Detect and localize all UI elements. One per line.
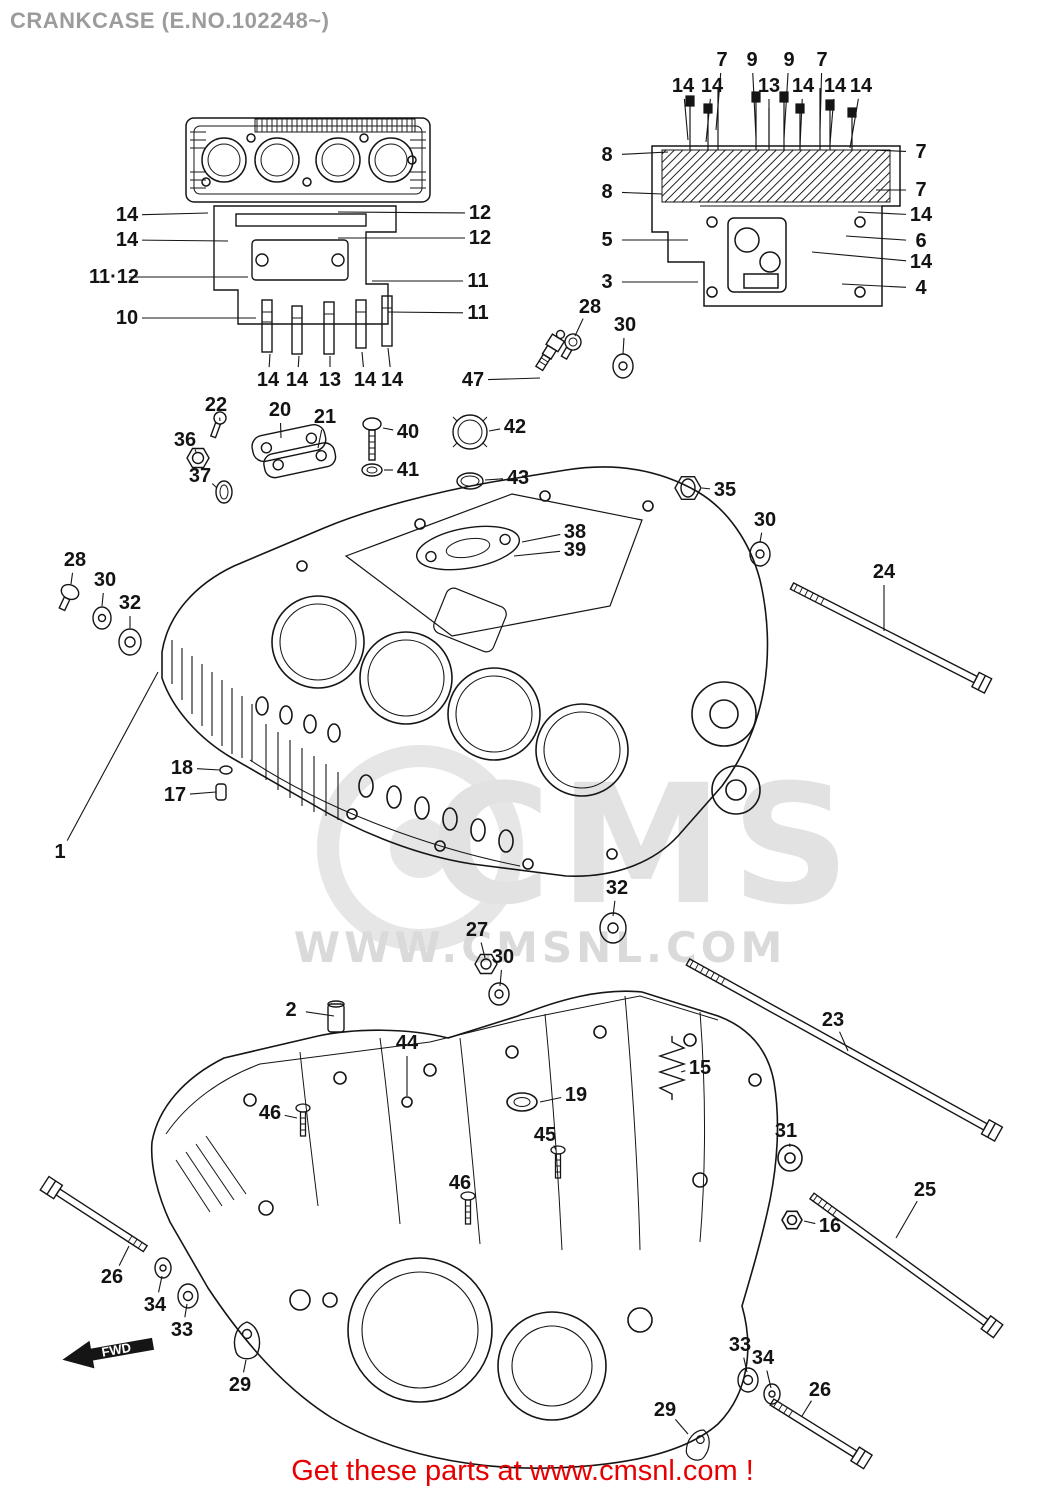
bolt-26-left — [39, 1175, 149, 1253]
page-title: CRANKCASE (E.NO.102248~) — [10, 8, 330, 33]
cylinder-block-view — [185, 117, 431, 203]
mid-fasteners — [327, 912, 627, 1033]
clip-29-right — [685, 1429, 710, 1461]
bolt-24 — [789, 581, 993, 694]
watermark-url: WWW.CMSNL.COM — [294, 923, 787, 972]
watermark-logo: CMS — [430, 749, 858, 941]
bolt-26-right — [769, 1398, 874, 1470]
clip-29-left — [233, 1321, 261, 1360]
bottom-washers-clips — [154, 1257, 781, 1461]
long-bolts — [39, 581, 1004, 1470]
lower-crankcase — [150, 990, 803, 1469]
fwd-label: FWD — [100, 1340, 132, 1360]
small-parts — [58, 329, 771, 801]
bolt-25 — [808, 1192, 1004, 1339]
upper-crankcase — [161, 466, 769, 877]
cylinder-studs-plate — [213, 205, 397, 355]
footer-note: Get these parts at www.cmsnl.com ! — [291, 1455, 754, 1487]
cms-watermark: CMS WWW.CMSNL.COM — [294, 745, 858, 972]
fwd-arrow: FWD — [62, 1337, 155, 1369]
bolt-23 — [685, 957, 1004, 1143]
bolt-40 — [361, 417, 383, 477]
spark-plug — [534, 329, 566, 372]
crankcase-top-view — [651, 88, 901, 307]
